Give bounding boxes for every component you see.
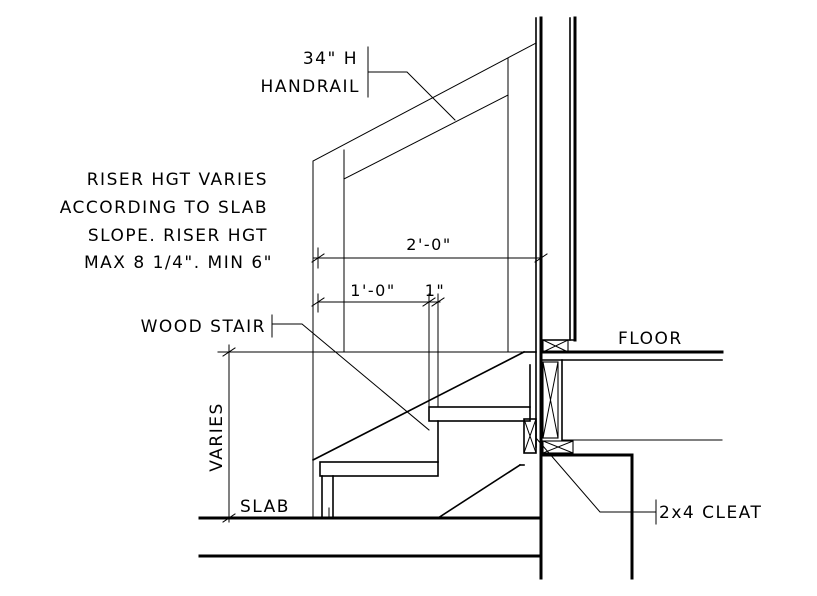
wall-section	[535, 16, 577, 580]
riser-note-line1: RISER HGT VARIES	[87, 170, 268, 190]
floor-label: FLOOR	[618, 329, 683, 349]
riser-note-line2: ACCORDING TO SLAB	[60, 198, 268, 218]
slab-label: SLAB	[240, 497, 290, 517]
handrail-frame	[312, 42, 537, 519]
varies-label: VARIES	[207, 402, 227, 472]
annotations: 34" H HANDRAIL RISER HGT VARIES ACCORDIN…	[60, 49, 762, 523]
floor-framing	[539, 339, 724, 580]
overall-run-dimension: 2'-0"	[406, 235, 451, 254]
handrail-label-line2: HANDRAIL	[261, 77, 360, 97]
riser-note-line3: SLOPE. RISER HGT	[88, 226, 268, 246]
nosing-dimension: 1"	[425, 281, 446, 300]
cleat-label: 2x4 CLEAT	[659, 503, 762, 523]
cleat-block	[523, 418, 537, 454]
dimension-lines	[217, 247, 548, 523]
wood-stair	[311, 350, 537, 520]
concrete-slab	[198, 516, 543, 558]
insulation-blocks	[542, 339, 574, 454]
handrail-label-line1: 34" H	[303, 49, 358, 69]
tread-depth-dimension: 1'-0"	[350, 281, 395, 300]
riser-note-line4: MAX 8 1/4". MIN 6"	[84, 253, 273, 273]
wood-stair-label: WOOD STAIR	[141, 317, 266, 337]
leader-lines	[228, 46, 657, 525]
